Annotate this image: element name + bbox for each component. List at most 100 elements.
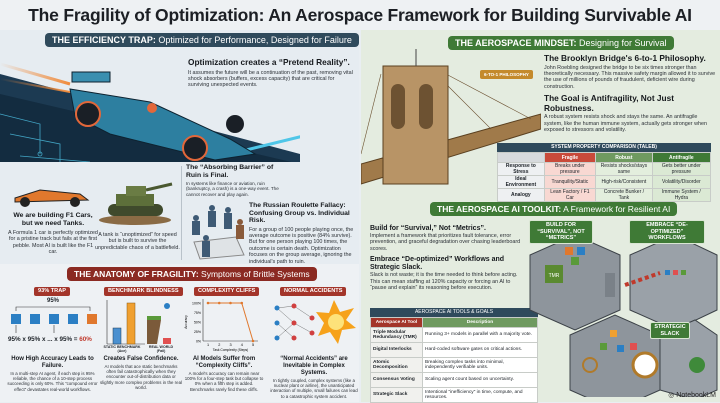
benchmark-bars (106, 300, 171, 345)
slack-title: Embrace “De-optimized” Workflows and Str… (370, 256, 505, 272)
trap-title: How High Accuracy Leads to Failure. (11, 356, 94, 369)
x-tick-label: 4 (241, 343, 243, 347)
f1-block: We are building F1 Cars, but we need Tan… (8, 212, 98, 256)
f1-text: A Formula 1 car is perfectly optimized f… (8, 230, 98, 256)
real-label: REAL WORLD(Fail) (146, 345, 176, 353)
tool-row: Triple Modular Redundancy (TMR)Running 3… (370, 327, 538, 343)
trap-top-value: 95% (46, 298, 59, 304)
trap-result: 60% (79, 336, 92, 343)
resilient-blocks-illustration: TMR (529, 234, 718, 397)
tool-name: Strategic Slack (370, 387, 423, 403)
magnifier-icon (582, 357, 598, 373)
roulette-title: The Russian Roulette Fallacy: Confusing … (249, 202, 350, 224)
fragility-panel: THE EFFICIENCY TRAP: Optimized for Perfo… (0, 30, 359, 402)
cliffs-block: AI Models Suffer from “Complexity Cliffs… (184, 356, 264, 392)
people-at-table-illustration (192, 205, 245, 260)
bridge-block: The Brooklyn Bridge's 6-to-1 Philosophy.… (544, 53, 717, 133)
cliffs-title: AI Models Suffer from “Complexity Cliffs… (192, 356, 256, 369)
bridge-text: John Roebling designed the bridge to be … (544, 64, 716, 90)
comparison-cell: Response to Stress (497, 162, 545, 176)
comparison-cell: Volatility/Disorder (651, 175, 712, 189)
f1-title: We are building F1 Cars, but we need Tan… (13, 212, 93, 227)
trap-label: 93% TRAP (34, 287, 70, 296)
accuracy-line (208, 302, 254, 342)
tmr-chip-icon (545, 265, 563, 283)
normal-accidents-text: In tightly coupled, complex systems (lik… (270, 378, 358, 399)
real-label-text: REAL WORLD (148, 345, 174, 349)
benchmark-text: AI models that ace static benchmarks oft… (100, 364, 182, 390)
six-to-one-callout: 6-TO-1 PHILOSOPHY (480, 70, 533, 79)
table-header-row: Aerospace AI Tool Description (370, 317, 538, 328)
benchmark-title: Creates False Confidence. (103, 356, 179, 362)
tools-table-grid: Aerospace AI Tool Description Triple Mod… (370, 317, 538, 403)
header-tool: Aerospace AI Tool (370, 317, 423, 328)
trap-formula-text: 95% x 95% x ... x 95% = (8, 336, 80, 343)
x-tick-label: 5 (252, 343, 254, 347)
x-axis-label: Task Complexity (Steps) (213, 348, 249, 352)
f1-car-illustration (0, 62, 300, 162)
header-bold: THE AEROSPACE MINDSET: (455, 38, 577, 48)
tank-text: A tank is “unoptimized” for speed but is… (95, 232, 180, 251)
static-label-text: STATIC BENCHMARK (103, 345, 141, 349)
x-tick-label: 3 (229, 343, 231, 347)
bridge-title: The Brooklyn Bridge's 6-to-1 Philosophy. (544, 53, 706, 63)
efficiency-trap-header: THE EFFICIENCY TRAP: Optimized for Perfo… (45, 33, 359, 47)
comparison-cell: Ideal Environment (497, 175, 545, 189)
comparison-cell: Breaks under pressure (543, 162, 597, 176)
page-title: The Fragility of Optimization: An Aerosp… (0, 0, 720, 30)
y-tick-label: 100% (192, 302, 201, 306)
normal-accidents-block: “Normal Accidents” are Inevitable in Com… (270, 356, 358, 399)
comparison-cell: Concrete Bunker / Tank (595, 188, 653, 202)
property-comparison-table: SYSTEM PROPERTY COMPARISON (TALEB) Fragi… (497, 143, 712, 202)
divider (181, 166, 182, 260)
y-tick-label: 0% (196, 340, 201, 344)
slack-text: Slack is not waste; it is the time neede… (370, 272, 518, 292)
header-rest: Optimized for Performance, Designed for … (155, 35, 352, 45)
x-tick-label: 1 (207, 343, 209, 347)
goal-text: A robust system resists shock and stays … (544, 114, 707, 133)
header-cell (497, 152, 545, 163)
mindset-header: THE AEROSPACE MINDSET: Designing for Sur… (448, 36, 674, 50)
tmr-chip-label: TMR (549, 273, 560, 279)
x-tick-label: 2 (218, 343, 220, 347)
tool-name: Triple Modular Redundancy (TMR) (370, 327, 423, 343)
pretend-reality-block: Optimization creates a “Pretend Reality”… (188, 57, 353, 89)
russian-roulette-block: The Russian Roulette Fallacy: Confusing … (249, 202, 357, 265)
header-bold: THE ANATOMY OF FRAGILITY: (74, 269, 199, 279)
pretend-reality-title: Optimization creates a “Pretend Reality”… (188, 57, 350, 67)
ace-bar (126, 302, 136, 345)
header-fragile: Fragile (543, 152, 597, 163)
header-bold: THE AEROSPACE AI TOOLKIT: (437, 204, 562, 214)
tool-name: Digital Interlocks (370, 342, 423, 358)
table-title: SYSTEM PROPERTY COMPARISON (TALEB) (497, 143, 711, 152)
comparison-table: Fragile Robust Antifragile Response to S… (497, 152, 712, 202)
toolkit-text: Build for “Survival,” Not “Metrics”. Imp… (370, 225, 522, 291)
comparison-cell: High-risk/Consistent (595, 175, 653, 189)
network-explosion-icon (274, 300, 356, 344)
clock-icon (631, 351, 659, 379)
tool-description: Running 3+ models in parallel with a maj… (422, 327, 538, 343)
tank-block: A tank is “unoptimized” for speed but is… (95, 232, 180, 251)
header-antifragile: Antifragile (651, 152, 712, 163)
tool-name: Consensus Voting (370, 372, 423, 388)
benchmark-label: BENCHMARK BLINDNESS (104, 287, 183, 296)
accuracy-point (217, 301, 221, 305)
tag-strategic-slack: STRATEGIC SLACK (650, 322, 690, 339)
tag-build-for-survival: BUILD FOR “SURVIVAL”, NOT “METRICS” (529, 220, 593, 244)
accuracy-point (206, 301, 210, 305)
header-bold: THE EFFICIENCY TRAP: (52, 35, 156, 45)
small-f1-car-icon (14, 189, 90, 207)
notebooklm-watermark: ◎ NotebookLM (668, 392, 716, 399)
real-bar (163, 338, 171, 344)
tools-table-title: AEROSPACE AI TOOLS & GOALS (370, 308, 538, 317)
header-rest: A Framework for Resilient AI (561, 204, 671, 214)
brooklyn-bridge-illustration (361, 49, 541, 185)
benchmark-block: Creates False Confidence. AI models that… (100, 356, 182, 390)
static-bar (112, 327, 122, 345)
comparison-cell: Gets better under pressure (651, 162, 712, 176)
y-tick-label: 75% (194, 311, 201, 315)
